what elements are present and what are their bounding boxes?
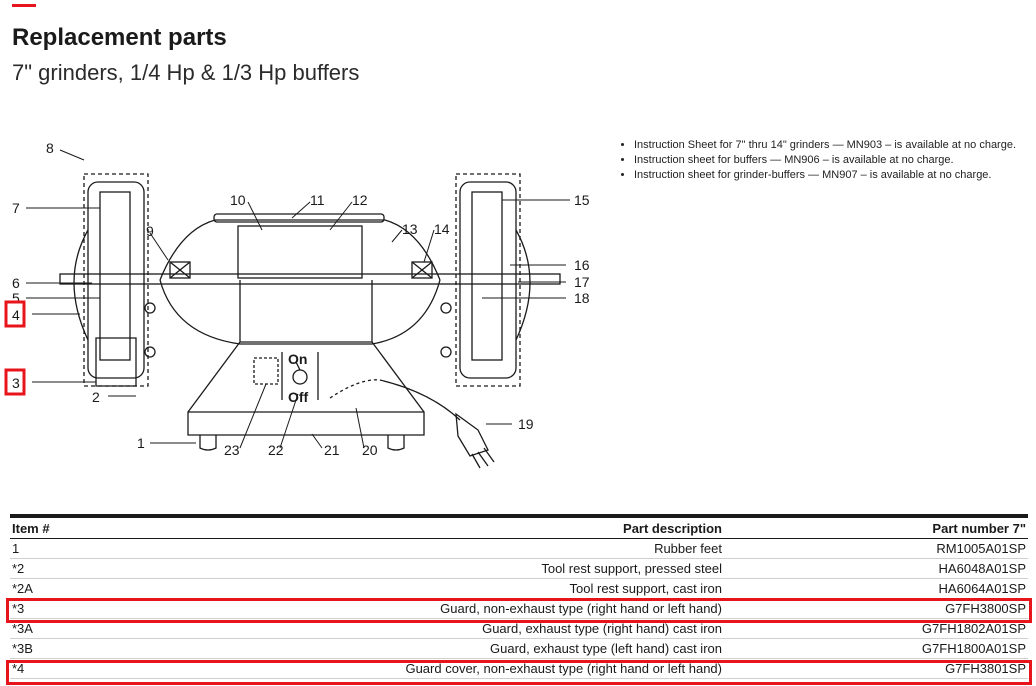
note-item: Instruction sheet for grinder-buffers — …	[634, 168, 1036, 183]
callout-4-highlight	[4, 300, 26, 328]
table-row: *2A Tool rest support, cast iron HA6064A…	[10, 578, 1028, 599]
item-cell: 1	[10, 538, 134, 559]
switch-off-label: Off	[288, 389, 309, 405]
column-header-item: Item #	[10, 514, 134, 539]
part-number-cell: G7FH1802A01SP	[724, 618, 1028, 639]
part-number-cell: G7FH3800SP	[724, 598, 1028, 619]
table-row: *3B Guard, exhaust type (left hand) cast…	[10, 638, 1028, 659]
column-header-description: Part description	[134, 514, 724, 539]
table-row: *3 Guard, non-exhaust type (right hand o…	[10, 598, 1028, 619]
callout-21: 21	[324, 442, 340, 458]
item-cell: *4	[10, 658, 134, 679]
switch-on-label: On	[288, 351, 307, 367]
callout-7: 7	[12, 200, 20, 216]
callout-11: 11	[310, 192, 325, 208]
note-item: Instruction Sheet for 7" thru 14" grinde…	[634, 138, 1036, 153]
callout-12: 12	[352, 192, 368, 208]
part-number-cell: G7FH3801SP	[724, 658, 1028, 679]
note-item: Instruction sheet for buffers — MN906 – …	[634, 153, 1036, 168]
callout-3-highlight	[4, 368, 26, 396]
item-cell: *2	[10, 558, 134, 579]
table-row: *4 Guard cover, non-exhaust type (right …	[10, 658, 1028, 679]
callout-13: 13	[402, 221, 418, 237]
table-row: 1 Rubber feet RM1005A01SP	[10, 538, 1028, 559]
part-number-cell: G7FH1800A01SP	[724, 638, 1028, 659]
callout-8: 8	[46, 140, 54, 156]
part-number-cell: RM1005A01SP	[724, 538, 1028, 559]
callout-18: 18	[574, 290, 590, 306]
table-row: *3A Guard, exhaust type (right hand) cas…	[10, 618, 1028, 639]
part-number-cell: HA6048A01SP	[724, 558, 1028, 579]
accent-bar	[12, 4, 36, 7]
callout-10: 10	[230, 192, 246, 208]
callout-9: 9	[146, 223, 154, 239]
callout-16: 16	[574, 257, 590, 273]
callout-19: 19	[518, 416, 534, 432]
callout-17: 17	[574, 274, 590, 290]
description-cell: Guard, non-exhaust type (right hand or l…	[134, 598, 724, 619]
table-row: *2 Tool rest support, pressed steel HA60…	[10, 558, 1028, 579]
callout-15: 15	[574, 192, 590, 208]
callout-4: 4	[12, 307, 20, 323]
page-subtitle: 7" grinders, 1/4 Hp & 1/3 Hp buffers	[12, 60, 360, 85]
part-number-cell: HA6064A01SP	[724, 578, 1028, 599]
callout-6: 6	[12, 275, 20, 291]
description-cell: Tool rest support, cast iron	[134, 578, 724, 599]
callout-23: 23	[224, 442, 240, 458]
callout-5: 5	[12, 290, 20, 306]
table-header-row: Item # Part description Part number 7"	[10, 514, 1028, 539]
callout-1: 1	[137, 435, 145, 451]
callout-22: 22	[268, 442, 284, 458]
parts-table: Item # Part description Part number 7" 1…	[10, 514, 1028, 679]
description-cell: Guard, exhaust type (left hand) cast iro…	[134, 638, 724, 659]
callout-20: 20	[362, 442, 378, 458]
callout-14: 14	[434, 221, 450, 237]
description-cell: Guard, exhaust type (right hand) cast ir…	[134, 618, 724, 639]
instruction-notes: Instruction Sheet for 7" thru 14" grinde…	[620, 138, 1036, 183]
description-cell: Rubber feet	[134, 538, 724, 559]
item-cell: *3B	[10, 638, 134, 659]
description-cell: Guard cover, non-exhaust type (right han…	[134, 658, 724, 679]
callout-3: 3	[12, 375, 20, 391]
callout-2: 2	[92, 389, 100, 405]
description-cell: Tool rest support, pressed steel	[134, 558, 724, 579]
column-header-part-number: Part number 7"	[724, 514, 1028, 539]
item-cell: *3A	[10, 618, 134, 639]
item-cell: *3	[10, 598, 134, 619]
grinder-exploded-diagram: 8 7 9 10 11 12 13 14 15 16 17 18 6 5 4 3…	[4, 140, 590, 469]
item-cell: *2A	[10, 578, 134, 599]
page-title: Replacement parts	[12, 24, 227, 51]
